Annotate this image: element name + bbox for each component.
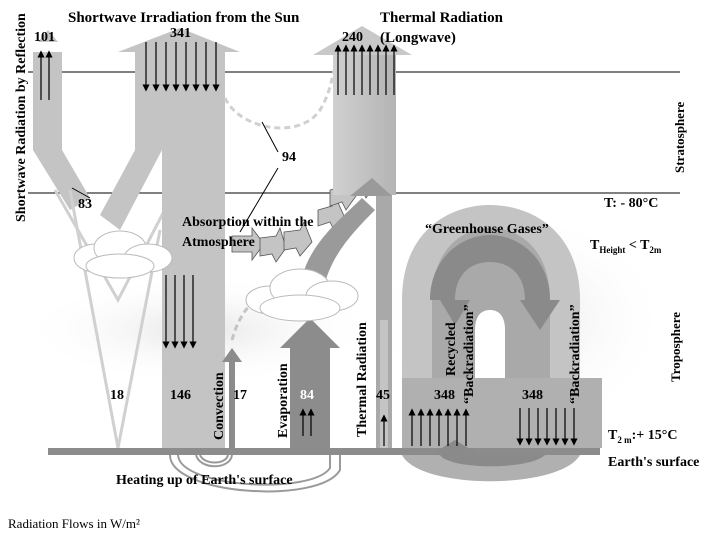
- value-absorbed-atmos: 94: [282, 150, 296, 165]
- evaporation-small-arrows: [299, 408, 315, 436]
- thermal-radiation-vertical-label: Thermal Radiation: [355, 322, 370, 437]
- latent-heat-head: [350, 178, 392, 196]
- value-outgoing-lw: 240: [342, 30, 363, 45]
- troposphere-label: Troposphere: [668, 311, 683, 382]
- absorption-label-line1: Absorption within the: [182, 215, 314, 230]
- heating-loops: [169, 454, 341, 493]
- recycled-backradiation-label: “Backradiation”: [462, 304, 477, 404]
- value-reflected: 101: [34, 30, 55, 45]
- value-solar-in: 341: [170, 26, 191, 41]
- thermal-window-column: [380, 320, 388, 448]
- greenhouse-gases-label: “Greenhouse Gases”: [425, 222, 549, 237]
- leader-94-a: [261, 121, 279, 153]
- outgoing-arrows-top: [334, 44, 398, 95]
- convection-label: Convection: [212, 372, 227, 440]
- reflection-arrows: [37, 50, 53, 100]
- evaporation-label: Evaporation: [276, 363, 291, 438]
- evaporation-arrow: [280, 318, 340, 448]
- backradiation-arrows: [516, 408, 578, 446]
- solar-column: [118, 28, 240, 448]
- thermal-radiation-title: Thermal Radiation: [380, 10, 503, 26]
- surface-emission-arrows: [408, 408, 470, 446]
- backradiation-label: “Backradiation”: [568, 304, 583, 404]
- temperature-height-label: THeight < T2m: [590, 238, 662, 255]
- earth-surface-label: Earth's surface: [608, 455, 700, 470]
- heating-label: Heating up of Earth's surface: [116, 473, 293, 488]
- surface-arrow-head-right: [430, 440, 480, 455]
- value-back-radiation: 348: [522, 388, 543, 403]
- leader-94-b: [239, 167, 279, 233]
- surface-return-inner: [440, 455, 545, 467]
- thermal-radiation-subtitle: (Longwave): [380, 30, 456, 46]
- surface-emission-band: [402, 378, 602, 448]
- value-surface-emission: 348: [434, 388, 455, 403]
- leader-83: [71, 187, 91, 199]
- value-evaporation: 84: [300, 388, 314, 403]
- surface-return-loop: [402, 455, 580, 482]
- radiation-flows-label: Radiation Flows in W/m²: [8, 516, 140, 531]
- cloud-center: [245, 268, 359, 322]
- temperature-top-label: T: - 80°C: [604, 196, 659, 211]
- value-surface-reflection: 18: [110, 388, 124, 403]
- reflection-label: Shortwave Radiation by Reflection: [14, 13, 29, 222]
- absorption-loop: [223, 58, 342, 130]
- incoming-arrows-lower: [162, 275, 197, 349]
- cloud-left: [73, 230, 173, 279]
- value-cloud-reflection: 83: [78, 197, 92, 212]
- stratosphere-label: Stratosphere: [672, 101, 687, 173]
- value-window: 45: [376, 388, 390, 403]
- convection-arrow: [222, 348, 242, 448]
- absorption-label-line2: Atmosphere: [182, 235, 255, 250]
- value-convection: 17: [233, 388, 247, 403]
- temperature-surface-label: T2 m:+ 15°C: [608, 428, 678, 445]
- incoming-arrows-top: [142, 42, 220, 92]
- surface-arrow-head-left: [280, 440, 340, 455]
- sun-irradiation-title: Shortwave Irradiation from the Sun: [68, 10, 300, 26]
- recycled-label: Recycled: [444, 322, 459, 376]
- value-surface-absorbed: 146: [170, 388, 191, 403]
